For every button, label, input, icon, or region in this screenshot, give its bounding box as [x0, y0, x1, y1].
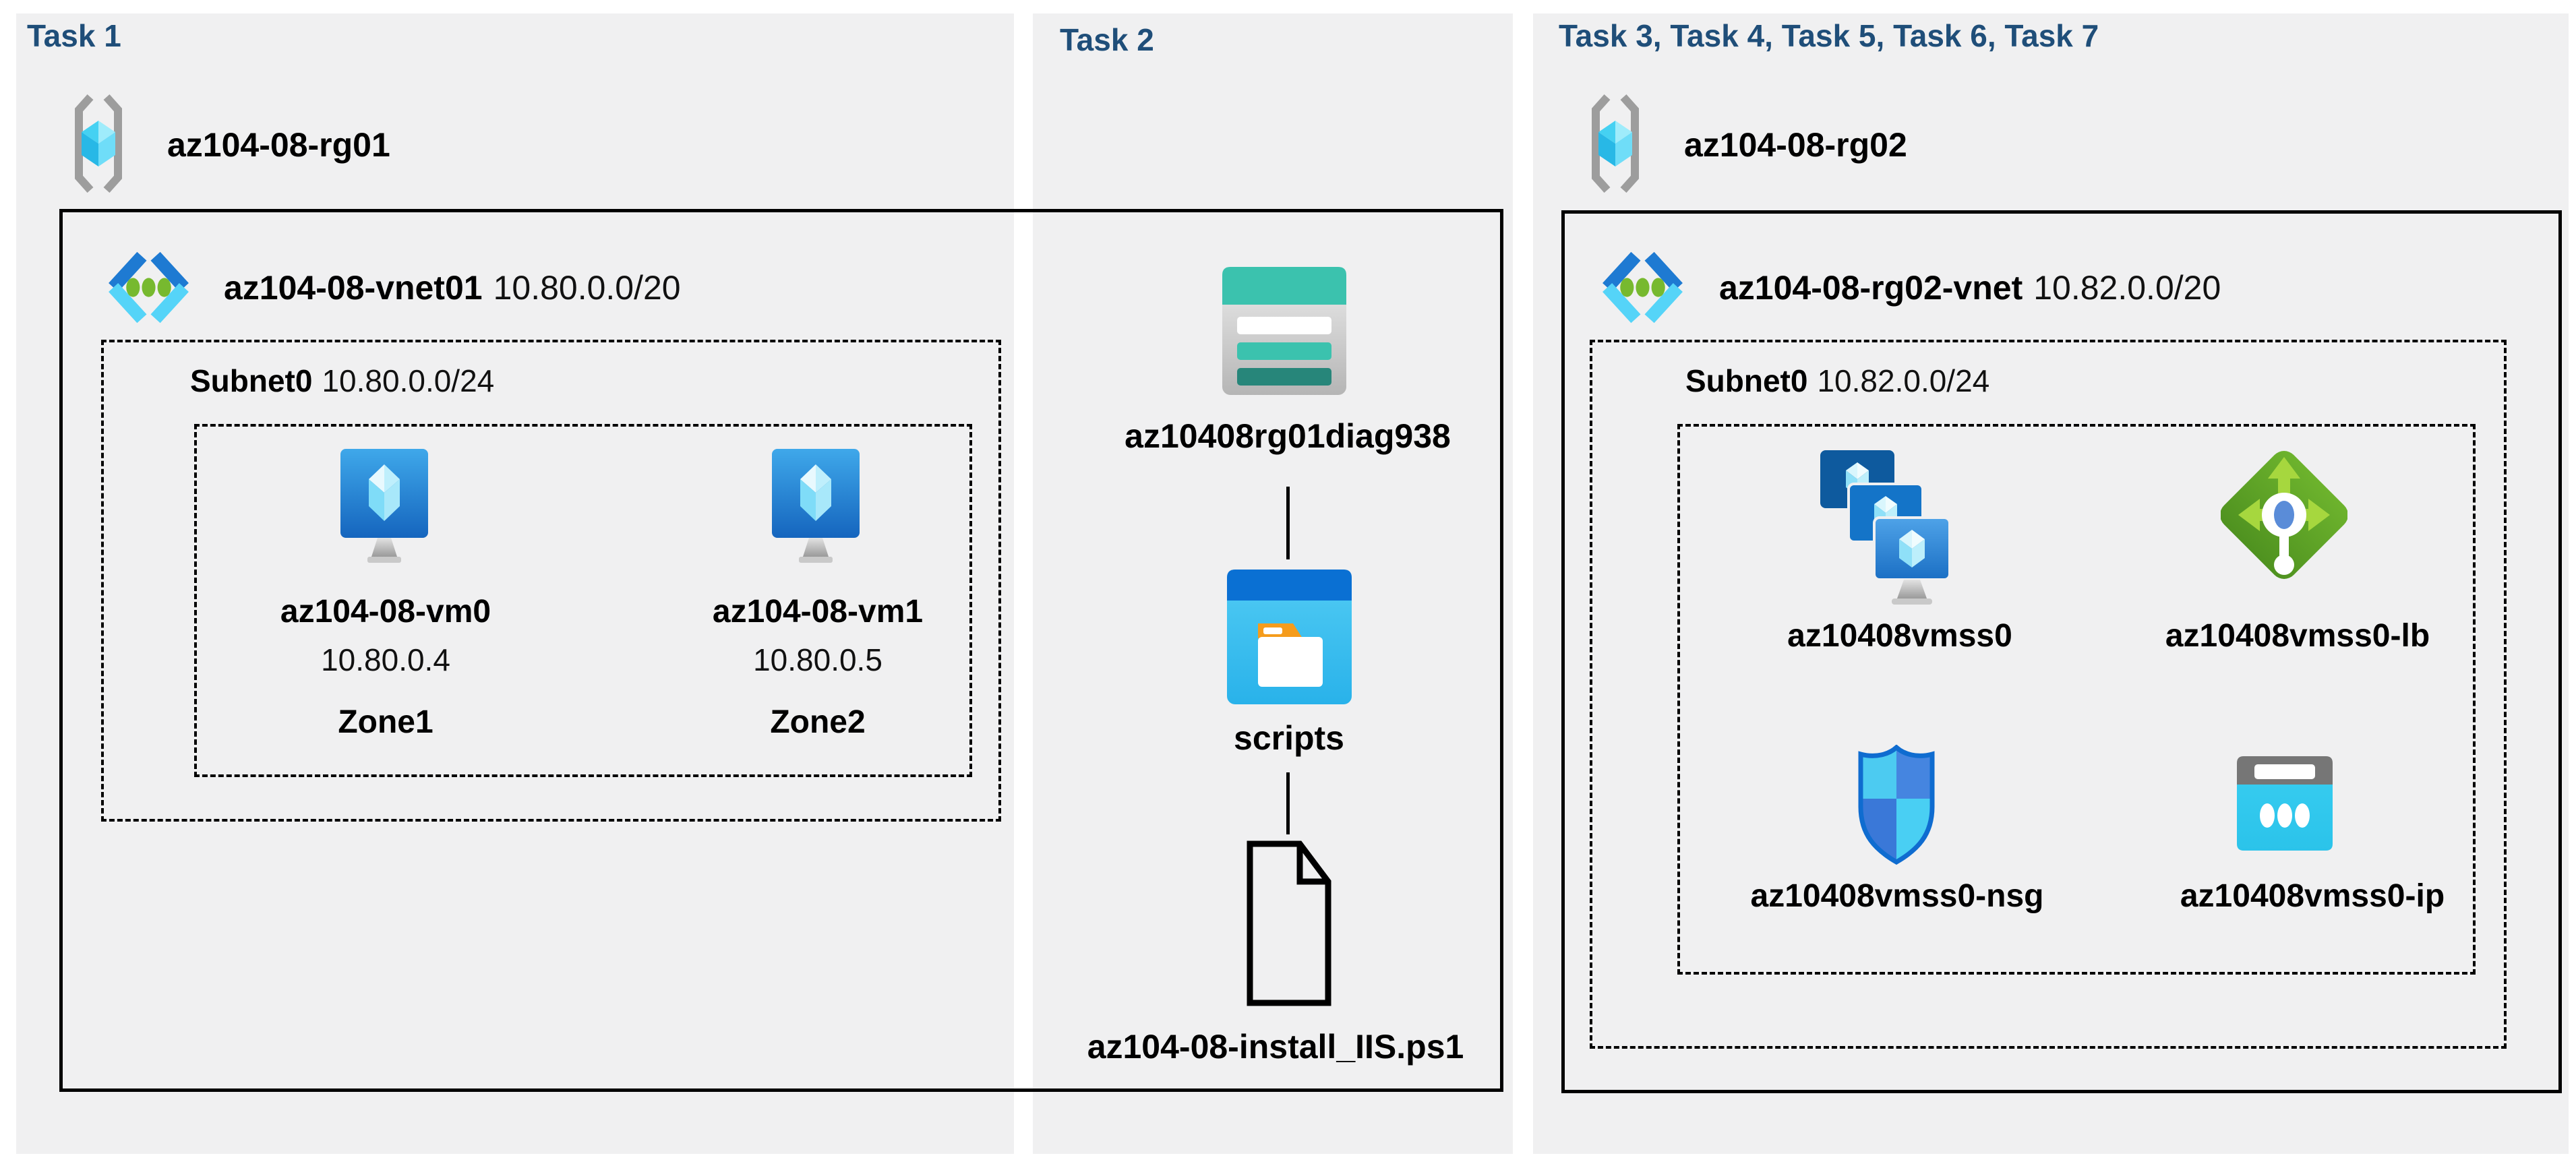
- vmss-group-box: [1677, 424, 2476, 975]
- scripts-folder-icon: [1227, 570, 1352, 704]
- vm1-ip: 10.80.0.5: [753, 642, 882, 677]
- subnet0-rg01-name: Subnet0: [190, 363, 313, 398]
- rg02-vnet-name: az104-08-rg02-vnet: [1719, 269, 2023, 307]
- rg02-vnet-label: az104-08-rg02-vnet 10.82.0.0/20: [1719, 268, 2221, 307]
- vm1-zone: Zone2: [770, 704, 866, 740]
- virtual-machine-icon: [771, 448, 861, 567]
- load-balancer-label: az10408vmss0-lb: [2165, 618, 2430, 654]
- rg02-vnet-cidr: 10.82.0.0/20: [2033, 269, 2221, 307]
- public-ip-label: az10408vmss0-ip: [2180, 878, 2445, 914]
- storage-account-label: az10408rg01diag938: [1125, 417, 1451, 455]
- subnet0-rg02-cidr: 10.82.0.0/24: [1817, 363, 1990, 398]
- file-icon: [1246, 840, 1332, 1007]
- resource-group-icon: [69, 93, 128, 194]
- subnet0-rg02-label: Subnet0 10.82.0.0/24: [1685, 363, 1989, 399]
- connector-scripts-file: [1286, 772, 1290, 834]
- vmss-icon: [1820, 450, 1950, 607]
- rg02-vnet-boundary-box: [1561, 210, 2562, 1093]
- task3-7-title: Task 3, Task 4, Task 5, Task 6, Task 7: [1559, 18, 2099, 53]
- subnet0-box-rg01: [101, 340, 1001, 822]
- rg02-label: az104-08-rg02: [1684, 126, 1907, 164]
- vm0-zone: Zone1: [338, 704, 433, 740]
- virtual-network-icon: [101, 240, 196, 335]
- subnet0-rg01-label: Subnet0 10.80.0.0/24: [190, 363, 494, 399]
- vmss-label: az10408vmss0: [1787, 618, 2012, 654]
- vnet01-cidr: 10.80.0.0/20: [493, 269, 681, 307]
- subnet0-rg02-name: Subnet0: [1685, 363, 1808, 398]
- virtual-network-icon: [1595, 240, 1690, 335]
- resource-group-icon: [1586, 93, 1645, 194]
- subnet0-box-rg02: [1590, 340, 2507, 1049]
- panel-task3-7: [1533, 13, 2569, 1154]
- file-label: az104-08-install_IIS.ps1: [1087, 1028, 1464, 1066]
- vnet01-boundary-box: [59, 209, 1503, 1092]
- nsg-label: az10408vmss0-nsg: [1750, 878, 2044, 914]
- scripts-label: scripts: [1234, 719, 1344, 757]
- vm1-name: az104-08-vm1: [712, 594, 924, 630]
- connector-storage-scripts: [1286, 487, 1290, 559]
- subnet0-rg01-cidr: 10.80.0.0/24: [322, 363, 495, 398]
- task1-title: Task 1: [27, 18, 121, 53]
- vm0-ip: 10.80.0.4: [321, 642, 450, 677]
- panel-task1: [16, 13, 1014, 1154]
- vnet01-label: az104-08-vnet01 10.80.0.0/20: [224, 268, 681, 307]
- storage-account-icon: [1222, 267, 1346, 395]
- vm-group-box: [194, 424, 972, 777]
- virtual-machine-icon: [339, 448, 429, 567]
- network-security-group-icon: [1855, 745, 1938, 865]
- load-balancer-icon: [2221, 439, 2347, 590]
- vnet01-name: az104-08-vnet01: [224, 269, 483, 307]
- task2-title: Task 2: [1060, 22, 1154, 57]
- rg01-label: az104-08-rg01: [167, 126, 390, 164]
- vm0-name: az104-08-vm0: [280, 594, 491, 630]
- public-ip-icon: [2237, 756, 2333, 851]
